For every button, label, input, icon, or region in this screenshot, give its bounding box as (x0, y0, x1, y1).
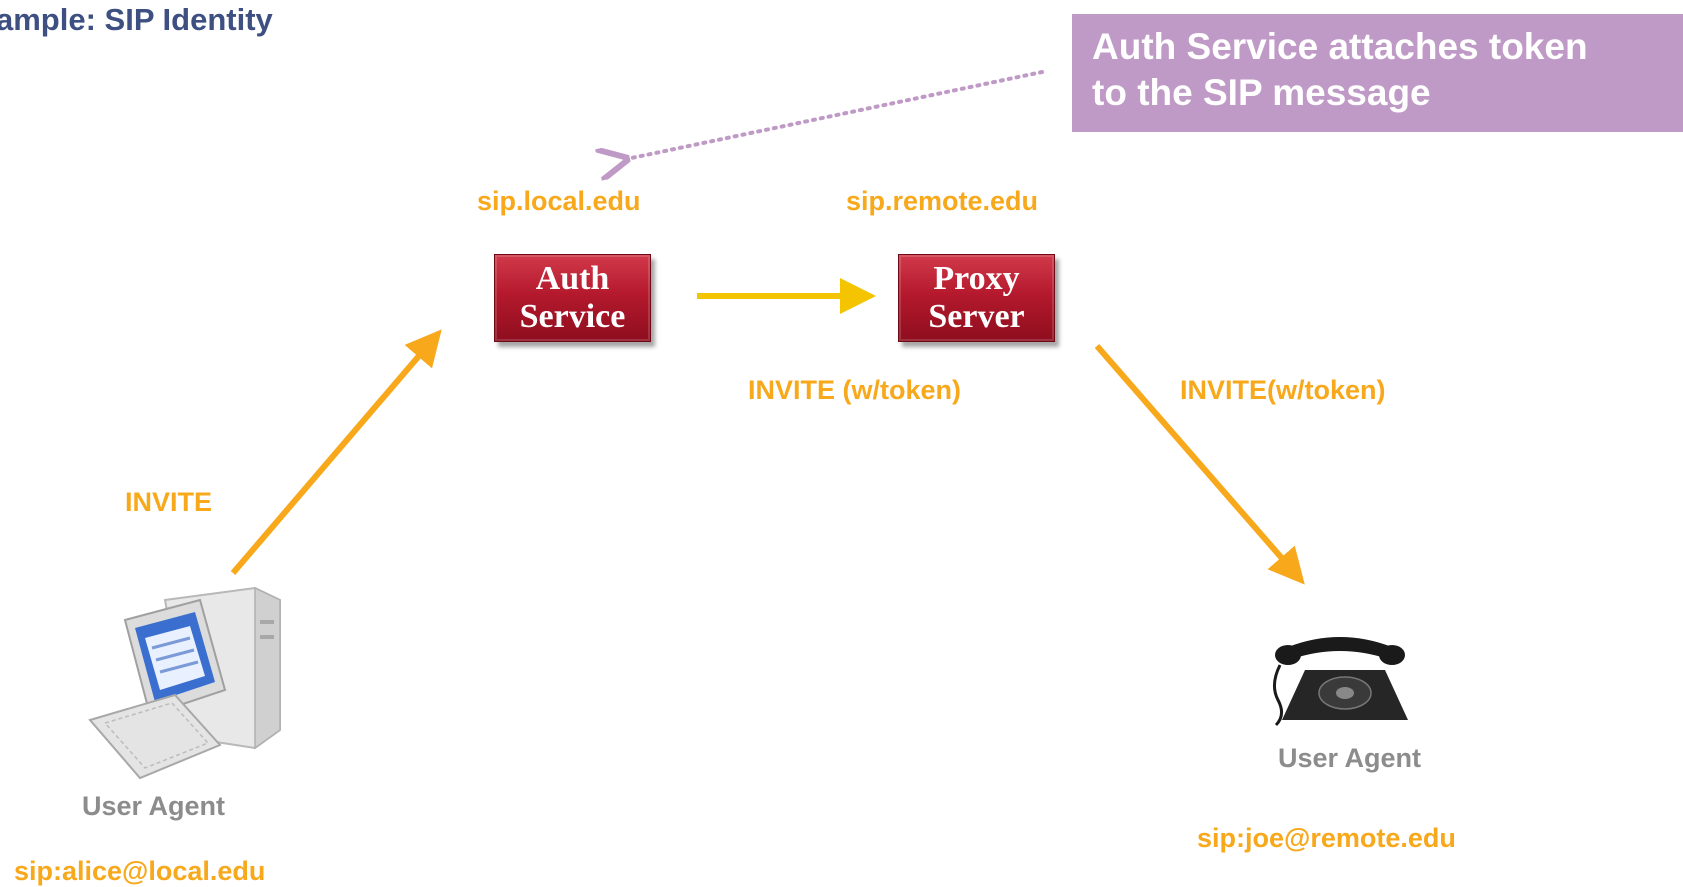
telephone-icon (1273, 637, 1408, 727)
caller-uri-label: sip:alice@local.edu (14, 856, 266, 886)
auth-service-box: Auth Service (494, 254, 651, 342)
callout-line-1: Auth Service attaches token (1092, 26, 1588, 67)
invite-token-label-1: INVITE (w/token) (748, 375, 962, 405)
callout-box: Auth Service attaches token to the SIP m… (1072, 14, 1683, 132)
invite-token-label-2: INVITE(w/token) (1180, 375, 1386, 405)
proxy-server-line-2: Server (928, 298, 1025, 335)
proxy-domain-label: sip.remote.edu (846, 186, 1039, 216)
callee-role-label: User Agent (1278, 743, 1422, 773)
callout-pointer-arrow (622, 70, 1044, 160)
auth-service-line-1: Auth (535, 260, 610, 297)
auth-service-line-2: Service (519, 298, 626, 335)
invite-label: INVITE (125, 487, 213, 517)
proxy-server-box: Proxy Server (898, 254, 1055, 342)
slide-title: ample: SIP Identity (0, 2, 273, 37)
caller-role-label: User Agent (82, 791, 226, 821)
callout-line-2: to the SIP message (1092, 72, 1431, 113)
arrow-invite (230, 329, 442, 575)
auth-domain-label: sip.local.edu (477, 186, 641, 216)
arrow-invite-token-2 (1094, 344, 1305, 585)
computer-icon (88, 586, 281, 780)
callee-uri-label: sip:joe@remote.edu (1197, 823, 1456, 853)
proxy-server-line-1: Proxy (933, 260, 1020, 297)
